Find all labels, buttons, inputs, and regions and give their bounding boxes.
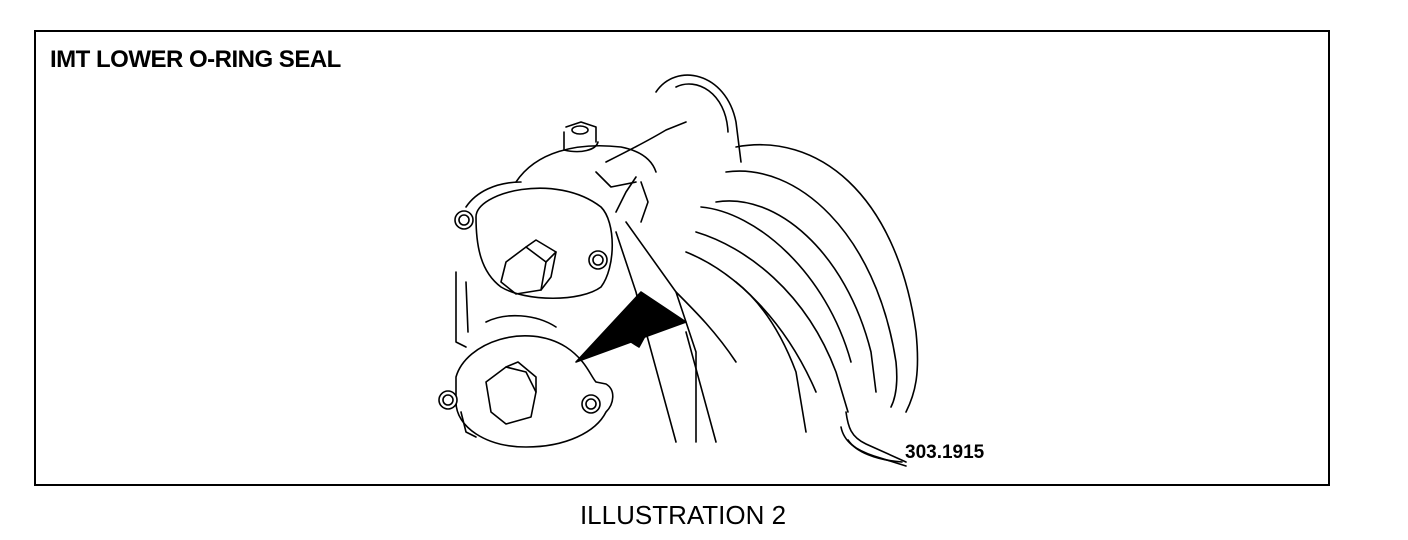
lower-bolts	[438, 390, 601, 414]
lower-actuator	[455, 335, 614, 448]
engine-intake-drawing	[438, 74, 919, 467]
seal-indicator-arrow	[575, 291, 687, 363]
upper-bolts	[454, 210, 608, 270]
upper-actuator	[475, 187, 614, 299]
housing-upper	[465, 121, 687, 223]
part-number-leader	[847, 439, 903, 463]
part-number-label: 303.1915	[905, 442, 985, 463]
illustration-frame: IMT LOWER O-RING SEAL	[34, 30, 1330, 486]
illustration-caption: ILLUSTRATION 2	[579, 500, 787, 530]
illustration-title: IMT LOWER O-RING SEAL	[50, 46, 341, 73]
